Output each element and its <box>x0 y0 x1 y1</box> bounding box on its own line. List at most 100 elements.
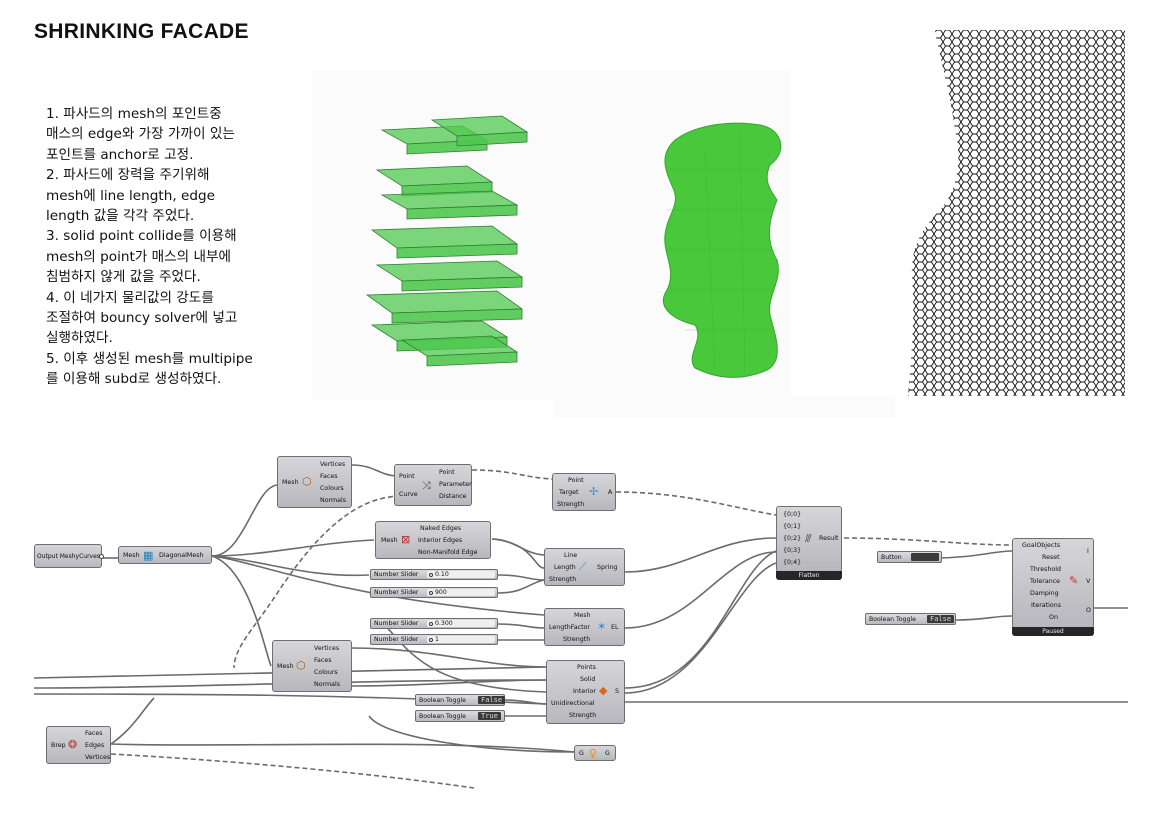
slider-knob[interactable] <box>429 622 433 626</box>
slider-knob[interactable] <box>429 591 433 595</box>
output-label: I <box>1087 548 1089 555</box>
mesh-edges-icon: ⊠ <box>401 533 411 546</box>
diagonal-mesh-icon: ▦ <box>143 549 154 562</box>
input-label: LengthFactor <box>549 624 590 631</box>
slider-track[interactable]: 0.300 <box>427 620 495 627</box>
output-label: EL <box>611 624 619 631</box>
output-label: DiagonalMesh <box>159 552 204 559</box>
slider-knob[interactable] <box>429 638 433 642</box>
input-label: {0;4} <box>783 559 802 566</box>
bouncy-solver-node[interactable]: GoalObjects Reset Threshold Tolerance Da… <box>1012 538 1094 636</box>
number-slider-length-factor[interactable]: Number Slider 0.300 <box>370 618 498 629</box>
description-line: 조절하여 bouncy solver에 넣고 <box>46 310 238 327</box>
output-label: Vertices <box>85 754 111 761</box>
multipipe-mesh-render <box>790 30 1125 396</box>
output-label: Interior Edges <box>418 537 463 544</box>
input-label: Target <box>559 489 579 496</box>
slider-name: Number Slider <box>374 636 419 643</box>
description-line: mesh의 point가 매스의 내부에 <box>46 248 231 265</box>
page-title: SHRINKING FACADE <box>34 20 249 43</box>
description-line: 실행하였다. <box>46 330 113 347</box>
slider-track[interactable]: 1 <box>427 636 495 643</box>
number-slider-edge-strength[interactable]: Number Slider 1 <box>370 634 498 645</box>
input-label: Mesh <box>277 663 294 670</box>
input-label: Line <box>564 552 578 559</box>
deconstruct-mesh-icon: ⬡ <box>302 475 312 488</box>
toggle-value[interactable]: False <box>478 696 506 704</box>
flatten-footer: Flatten <box>776 571 842 580</box>
slider-value: 0.300 <box>435 620 453 627</box>
output-label: Vertices <box>320 461 346 468</box>
slider-track[interactable]: 0.10 <box>427 571 495 578</box>
diagonal-mesh-node[interactable]: Mesh ▦ DiagonalMesh <box>118 546 212 564</box>
deconstruct-mesh-node-2[interactable]: Mesh ⬡ Vertices Faces Colours Normals <box>272 640 352 692</box>
toggle-value[interactable]: True <box>478 712 501 720</box>
input-label: G <box>579 750 584 757</box>
output-label: Normals <box>320 497 347 504</box>
output-label: S <box>615 688 619 695</box>
input-label: Unidirectional <box>551 700 595 707</box>
spring-icon: ⟋ <box>579 560 587 573</box>
input-label: Length <box>554 564 576 571</box>
geometry-param-node[interactable]: G ♀ G <box>574 745 616 761</box>
output-meshycurves-node[interactable]: Output MeshyCurves <box>34 544 104 568</box>
slider-name: Number Slider <box>374 571 419 578</box>
stacked-mass-render <box>312 70 555 400</box>
output-label: Vertices <box>314 645 340 652</box>
toggle-value[interactable]: False <box>927 615 955 623</box>
input-label: Mesh <box>282 479 299 486</box>
spring-node[interactable]: Line Length Strength ⟋ Spring <box>544 548 625 586</box>
output-port[interactable] <box>99 554 104 559</box>
description-line: 매스의 edge와 가장 가까이 있는 <box>46 126 235 143</box>
anchor-node[interactable]: Point Target Strength ✢ A <box>552 473 616 511</box>
number-slider-line-length[interactable]: Number Slider 0.10 <box>370 569 498 580</box>
slider-value: 900 <box>435 589 447 596</box>
slider-track[interactable]: 900 <box>427 589 495 596</box>
input-label: Strength <box>563 636 591 643</box>
mass-slab-side <box>406 204 518 220</box>
edge-length-node[interactable]: Mesh LengthFactor Strength ✶ EL <box>544 608 625 646</box>
input-label: Strength <box>569 712 597 719</box>
solid-point-collide-node[interactable]: Points Solid Interior Unidirectional Str… <box>546 660 625 724</box>
output-label: Result <box>819 535 839 542</box>
input-label: Iterations <box>1031 602 1061 609</box>
boolean-toggle-unidirectional[interactable]: Boolean Toggle True <box>415 710 505 722</box>
curve-closest-point-node[interactable]: Point Curve ⤨ Point Parameter Distance <box>394 464 472 506</box>
number-slider-line-strength[interactable]: Number Slider 900 <box>370 587 498 598</box>
description-line: 4. 이 네가지 물리값의 강도를 <box>46 289 214 306</box>
output-label: Faces <box>314 657 332 664</box>
output-label: Faces <box>85 730 103 737</box>
toggle-name: Boolean Toggle <box>419 713 466 720</box>
merge-icon: ⫻ <box>805 532 812 545</box>
mesh-edges-node[interactable]: Mesh ⊠ Naked Edges Interior Edges Non-Ma… <box>375 521 491 559</box>
deconstruct-brep-node[interactable]: Brep ❂ Faces Edges Vertices <box>46 726 111 764</box>
grasshopper-canvas[interactable]: Output MeshyCurves Mesh ▦ DiagonalMesh M… <box>34 448 1128 796</box>
description-line: length 값을 각각 주었다. <box>46 208 195 225</box>
input-label: Mesh <box>123 552 140 559</box>
input-label: Threshold <box>1030 566 1062 573</box>
output-label: V <box>1086 578 1091 585</box>
input-label: Point <box>399 473 415 480</box>
mass-slab-side <box>396 243 518 259</box>
button-label: Button <box>881 554 902 561</box>
mass-slab-side <box>391 308 523 324</box>
output-label: Normals <box>314 681 341 688</box>
edge-length-icon: ✶ <box>597 620 607 633</box>
output-label: Colours <box>320 485 344 492</box>
output-label: Distance <box>439 493 467 500</box>
mass-slab-side <box>401 276 523 292</box>
input-label: Brep <box>51 742 66 749</box>
boolean-toggle-on[interactable]: Boolean Toggle False <box>865 613 956 625</box>
slider-name: Number Slider <box>374 589 419 596</box>
paused-footer: Paused <box>1012 627 1094 636</box>
description-line: 침범하지 않게 값을 주었다. <box>46 269 201 286</box>
button-face[interactable] <box>911 553 939 561</box>
button-node[interactable]: Button <box>877 551 942 563</box>
boolean-toggle-interior[interactable]: Boolean Toggle False <box>415 694 506 706</box>
description-line: 1. 파사드의 mesh의 포인트중 <box>46 106 222 122</box>
merge-node[interactable]: {0;0} {0;1} {0;2} {0;3} {0;4} ⫻ Result F… <box>776 506 842 580</box>
slider-knob[interactable] <box>429 573 433 577</box>
output-label: O <box>1086 607 1091 614</box>
deconstruct-mesh-node[interactable]: Mesh ⬡ Vertices Faces Colours Normals <box>277 456 352 508</box>
output-label: Point <box>439 469 455 476</box>
